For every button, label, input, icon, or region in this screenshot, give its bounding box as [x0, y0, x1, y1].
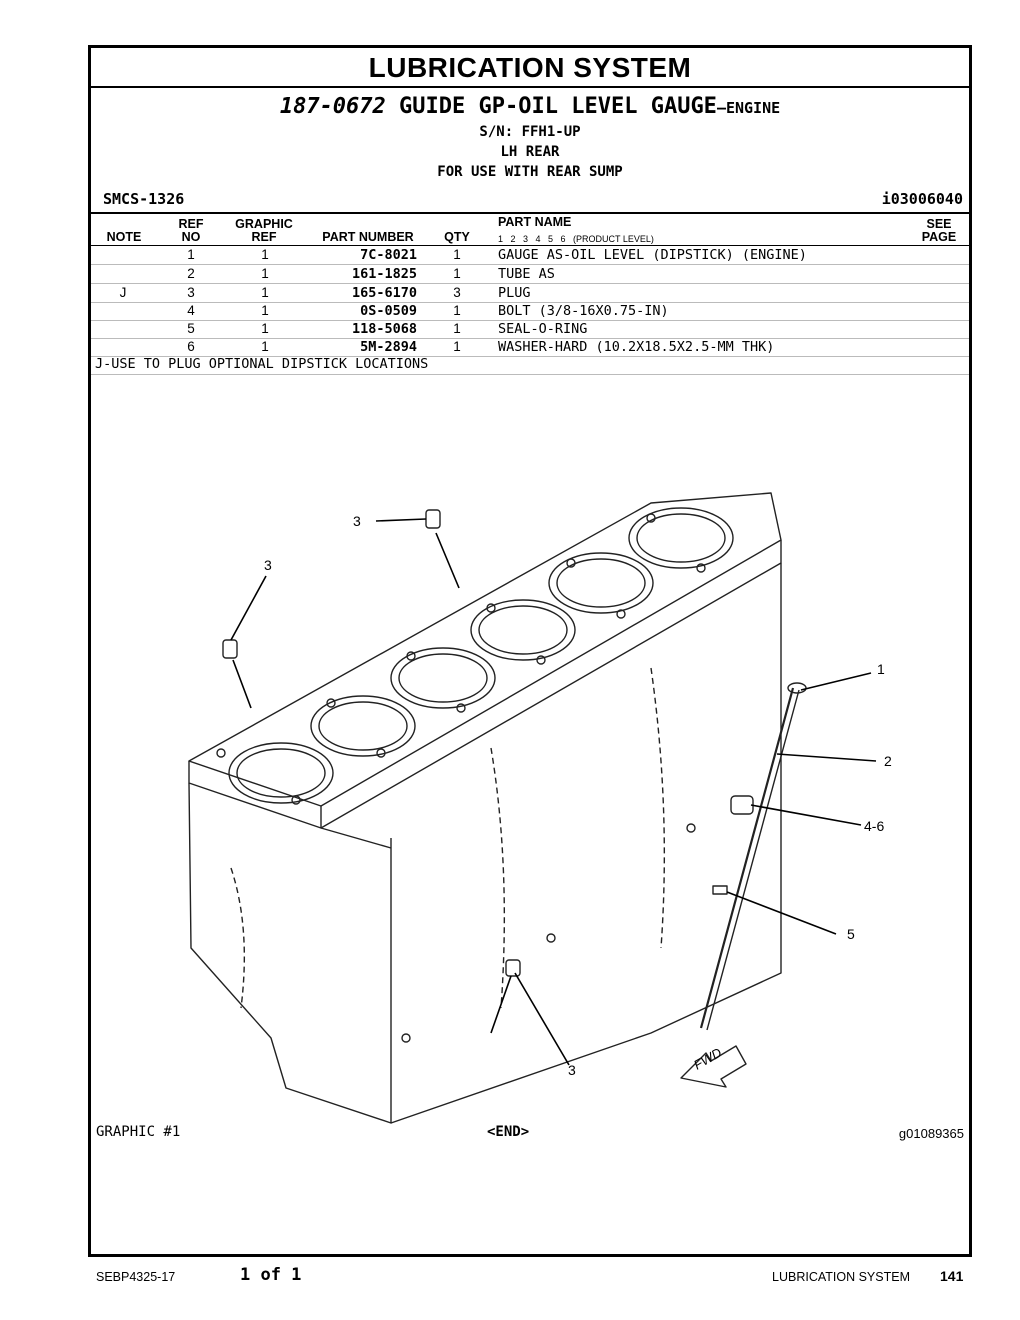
row-qty: 1 — [453, 339, 461, 354]
group-part-number: 187-0672 — [279, 94, 386, 119]
header-divider — [91, 212, 969, 214]
row-part-number: 5M-2894 — [360, 339, 417, 355]
callout-3: 3 — [264, 557, 272, 573]
graphic-label: GRAPHIC #1 — [96, 1124, 181, 1140]
cylinder-head-deck — [188, 492, 782, 807]
plug-part — [425, 509, 441, 529]
table-row: 5 1 118-5068 1 SEAL-O-RING — [91, 320, 969, 339]
row-part-name: TUBE AS — [498, 266, 555, 282]
row-qty: 1 — [453, 303, 461, 318]
callout-3: 3 — [568, 1062, 576, 1078]
group-heading: 187-0672 GUIDE GP-OIL LEVEL GAUGE–ENGINE — [91, 94, 969, 119]
fwd-arrow — [680, 1045, 747, 1088]
row-ref: 3 — [187, 285, 195, 300]
row-ref: 2 — [187, 266, 195, 281]
table-row: 1 1 7C-8021 1 GAUGE AS-OIL LEVEL (DIPSTI… — [91, 246, 969, 265]
col-part-number: PART NUMBER — [322, 230, 414, 244]
col-graphic-top: GRAPHIC — [235, 217, 293, 231]
table-row: 6 1 5M-2894 1 WASHER-HARD (10.2X18.5X2.5… — [91, 338, 969, 357]
row-part-name: WASHER-HARD (10.2X18.5X2.5-MM THK) — [498, 339, 775, 355]
col-qty: QTY — [444, 230, 470, 244]
row-part-number: 118-5068 — [351, 321, 417, 337]
callout-5: 5 — [847, 926, 855, 942]
row-ref: 5 — [187, 321, 195, 336]
row-qty: 1 — [453, 321, 461, 336]
tube-bracket — [730, 795, 754, 815]
plug-part — [222, 639, 238, 659]
row-graphic-ref: 1 — [261, 321, 269, 336]
col-ref: REF NO — [171, 218, 211, 244]
col-graphic-ref: GRAPHIC REF — [231, 218, 297, 244]
row-graphic-ref: 1 — [261, 339, 269, 354]
row-part-number: 7C-8021 — [360, 247, 417, 263]
plug-part — [505, 959, 521, 977]
group-description: GUIDE GP-OIL LEVEL GAUGE — [399, 94, 717, 119]
col-note: NOTE — [106, 230, 142, 244]
row-part-name: GAUGE AS-OIL LEVEL (DIPSTICK) (ENGINE) — [498, 247, 807, 263]
row-qty: 1 — [453, 247, 461, 262]
note-text: J-USE TO PLUG OPTIONAL DIPSTICK LOCATION… — [95, 356, 429, 372]
row-graphic-ref: 1 — [261, 303, 269, 318]
col-part-name: PART NAME — [498, 215, 572, 229]
footer-section: LUBRICATION SYSTEM — [772, 1270, 910, 1284]
footer-page-count: 1 of 1 — [240, 1265, 302, 1285]
row-graphic-ref: 1 — [261, 247, 269, 262]
table-row: 2 1 161-1825 1 TUBE AS — [91, 265, 969, 284]
col-product-level: 1 2 3 4 5 6 (PRODUCT LEVEL) — [498, 234, 654, 244]
group-description-suffix: –ENGINE — [716, 99, 781, 117]
page-frame: LUBRICATION SYSTEM 187-0672 GUIDE GP-OIL… — [88, 45, 972, 1257]
row-ref: 4 — [187, 303, 195, 318]
table-header-divider — [91, 245, 969, 246]
end-marker: <END> — [487, 1124, 530, 1140]
col-graphic-bottom: REF — [251, 230, 277, 244]
engine-block-illustration: 3 3 1 2 4-6 5 3 FWD — [188, 492, 892, 1124]
callout-1: 1 — [877, 661, 885, 677]
col-see-bottom: PAGE — [921, 230, 957, 244]
row-part-name: PLUG — [498, 285, 531, 301]
dipstick-tube — [699, 687, 795, 1029]
position-text: LH REAR — [500, 144, 560, 160]
callout-3: 3 — [353, 513, 361, 529]
footer-doc-number: SEBP4325-17 — [96, 1270, 176, 1284]
row-part-name: SEAL-O-RING — [498, 321, 588, 337]
col-see-top: SEE — [926, 217, 952, 231]
document-id: i03006040 — [881, 190, 963, 208]
row-part-name: BOLT (3/8-16X0.75-IN) — [498, 303, 669, 319]
row-graphic-ref: 1 — [261, 266, 269, 281]
col-see-page: SEE PAGE — [913, 218, 965, 244]
smcs-code: SMCS-1326 — [103, 190, 185, 208]
usage-text: FOR USE WITH REAR SUMP — [437, 164, 623, 180]
fwd-label: FWD — [691, 1045, 724, 1073]
seal-o-ring-part — [712, 885, 728, 895]
table-row: J 3 1 165-6170 3 PLUG — [91, 284, 969, 303]
callout-4-6: 4-6 — [864, 818, 884, 834]
row-graphic-ref: 1 — [261, 285, 269, 300]
dipstick-handle — [787, 682, 807, 694]
graphic-id: g01089365 — [898, 1126, 964, 1141]
section-title: LUBRICATION SYSTEM — [91, 48, 969, 88]
row-part-number: 161-1825 — [351, 266, 417, 282]
col-ref-bottom: NO — [181, 230, 201, 244]
row-ref: 6 — [187, 339, 195, 354]
row-note: J — [119, 285, 127, 300]
row-part-number: 0S-0509 — [360, 303, 417, 319]
callout-2: 2 — [884, 753, 892, 769]
row-qty: 1 — [453, 266, 461, 281]
row-part-number: 165-6170 — [351, 285, 417, 301]
row-qty: 3 — [453, 285, 461, 300]
serial-number: S/N: FFH1-UP — [479, 124, 581, 140]
row-ref: 1 — [187, 247, 195, 262]
footer-page-number: 141 — [940, 1268, 964, 1284]
table-row: 4 1 0S-0509 1 BOLT (3/8-16X0.75-IN) — [91, 302, 969, 321]
note-divider — [91, 374, 969, 375]
col-ref-top: REF — [178, 217, 204, 231]
